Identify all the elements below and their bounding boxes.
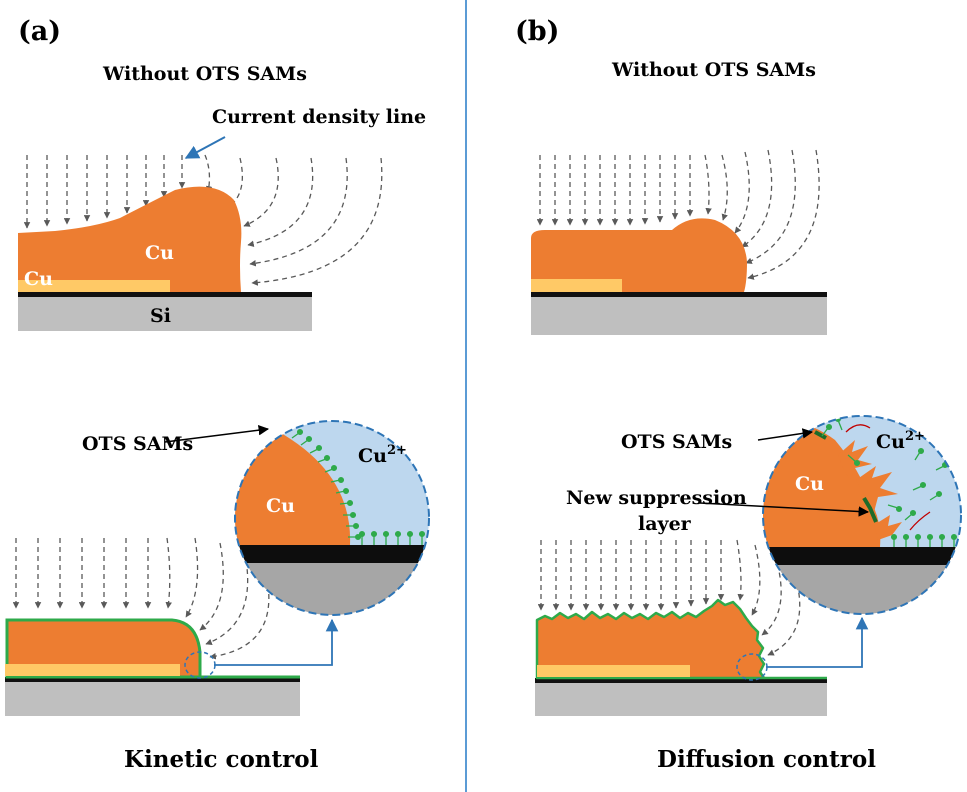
caption-diffusion: Diffusion control xyxy=(657,746,876,773)
cu-deposit-conformal xyxy=(5,618,202,679)
panel-b-heading: Without OTS SAMs xyxy=(611,59,816,81)
barrier-layer-lower xyxy=(5,677,300,682)
barrier-layer-b-lower xyxy=(535,678,827,683)
cu-seed-pad-lower xyxy=(5,664,180,676)
cu-ion-label-b: Cu2+ xyxy=(876,429,925,453)
current-density-annotation: Current density line xyxy=(212,106,426,128)
suppression-label-line1: New suppression xyxy=(566,487,747,509)
cu-seed-pad-b-lower xyxy=(537,665,690,677)
cu-deposit-label: Cu xyxy=(145,242,174,264)
cu-deposit xyxy=(18,186,242,292)
zoom-circle-b: Cu Cu2+ xyxy=(762,415,962,615)
panel-b-label: (b) xyxy=(515,16,559,47)
silicon-substrate xyxy=(18,296,312,331)
silicon-substrate-b xyxy=(531,297,827,335)
suppression-pointer xyxy=(699,502,870,517)
barrier-layer-b xyxy=(531,292,827,297)
cu-deposit-rough xyxy=(535,598,766,680)
silicon-substrate-b-lower xyxy=(535,682,827,716)
panel-a-label: (a) xyxy=(18,16,61,47)
field-lines-b-top xyxy=(536,149,820,280)
zoom-connector-b xyxy=(766,616,869,668)
cu-seed-pad-b xyxy=(531,279,622,292)
zoom-connector xyxy=(214,618,339,666)
field-lines-a-top xyxy=(23,154,383,286)
cu-ion-label-a: Cu2+ xyxy=(358,443,407,467)
si-label: Si xyxy=(150,305,171,327)
zoom-circle-a: Cu Cu2+ xyxy=(234,420,430,616)
silicon-substrate-lower xyxy=(5,681,300,716)
caption-kinetic: Kinetic control xyxy=(124,746,319,773)
field-lines-b-bottom xyxy=(537,539,801,656)
cu-pad-label: Cu xyxy=(24,268,53,290)
ots-sams-label-b: OTS SAMs xyxy=(621,431,732,453)
ots-pointer-a xyxy=(164,424,270,443)
ots-pointer-b xyxy=(757,428,814,441)
zoom-cu-label-a: Cu xyxy=(266,495,295,517)
suppression-label-line2: layer xyxy=(638,513,692,535)
panel-b: (b) Without OTS SAMs xyxy=(515,16,962,773)
field-lines-a-bottom xyxy=(12,537,270,660)
annotation-pointer xyxy=(184,136,226,159)
panel-a: (a) Without OTS SAMs Current density lin… xyxy=(5,16,430,773)
zoom-cu-label-b: Cu xyxy=(795,473,824,495)
barrier-layer xyxy=(18,292,312,297)
cu-seed-pad xyxy=(18,280,170,292)
ots-sams-label-a: OTS SAMs xyxy=(82,433,193,455)
panel-a-heading: Without OTS SAMs xyxy=(102,63,307,85)
cu-deposit-b xyxy=(531,218,747,292)
